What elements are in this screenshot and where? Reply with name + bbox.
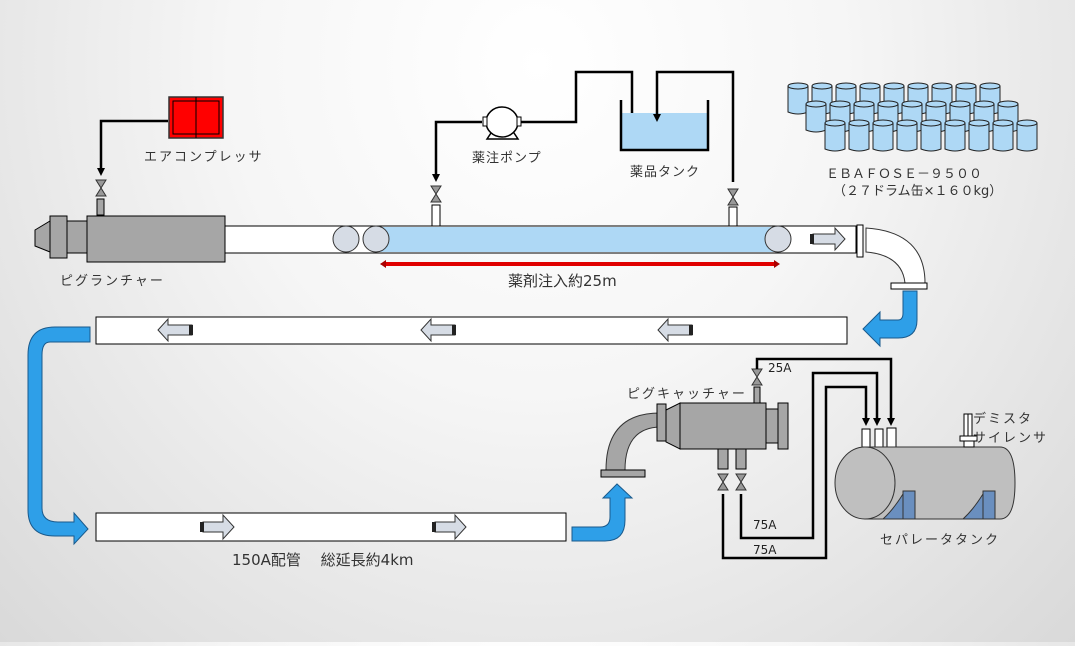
flow-arrow-right-2 bbox=[432, 513, 467, 541]
pump-suction-line bbox=[521, 70, 634, 124]
line-25a bbox=[755, 357, 895, 426]
drum bbox=[896, 119, 918, 152]
tank-return-line bbox=[653, 70, 735, 182]
drum bbox=[805, 100, 827, 133]
pig-launcher bbox=[34, 215, 226, 263]
injection-pump bbox=[482, 106, 522, 140]
drums-product-label: ＥＢＡＦＯＳＥ－９５００ bbox=[826, 167, 983, 182]
drum bbox=[944, 119, 966, 152]
flange bbox=[856, 224, 864, 258]
flow-arrow-right bbox=[810, 226, 846, 252]
drums-qty-label: （２７ドラム缶×１６０kg） bbox=[833, 184, 1003, 199]
flow-arrow-left-3 bbox=[657, 317, 693, 343]
air-line bbox=[97, 119, 168, 176]
line-75a-lower-label: 75A bbox=[753, 543, 777, 557]
drum bbox=[1016, 119, 1038, 152]
pump-discharge-line bbox=[432, 120, 482, 182]
pig-launcher-label: ピグランチャー bbox=[60, 274, 165, 289]
air-compressor bbox=[168, 96, 224, 139]
separator-tank bbox=[834, 427, 1016, 520]
pig-catcher-label: ピグキャッチャー bbox=[627, 387, 747, 402]
injection-span-label: 薬剤注入約25m bbox=[508, 272, 617, 290]
chemical-tank bbox=[619, 100, 710, 152]
line-75a-upper bbox=[739, 371, 881, 540]
injection-valve bbox=[430, 185, 442, 227]
injection-span-indicator bbox=[380, 260, 780, 268]
elbow-top-right bbox=[865, 227, 926, 284]
drum bbox=[787, 82, 809, 115]
drum bbox=[992, 119, 1014, 152]
air-compressor-label: エアコンプレッサ bbox=[144, 150, 264, 165]
pigs bbox=[332, 225, 792, 253]
return-pipe bbox=[95, 316, 848, 345]
flow-arrow-u-turn bbox=[27, 326, 91, 546]
drum bbox=[848, 119, 870, 152]
drum bbox=[824, 119, 846, 152]
drum bbox=[968, 119, 990, 152]
flow-arrow-turn-right bbox=[862, 290, 918, 348]
line-25a-label: 25A bbox=[768, 361, 792, 375]
drum bbox=[920, 119, 942, 152]
outbound-pipe bbox=[95, 512, 567, 542]
return-valve bbox=[727, 188, 739, 227]
line-75a-upper-label: 75A bbox=[753, 518, 777, 532]
injection-pump-label: 薬注ポンプ bbox=[472, 151, 542, 166]
elbow-flange bbox=[890, 282, 928, 290]
pig-catcher bbox=[600, 368, 789, 491]
chemical-slug bbox=[376, 227, 778, 252]
line-75a-lower bbox=[721, 385, 870, 560]
flow-arrow-right-1 bbox=[200, 513, 235, 541]
silencer-label: サイレンサ bbox=[973, 431, 1049, 446]
chemical-tank-label: 薬品タンク bbox=[630, 165, 701, 180]
air-valve bbox=[95, 179, 107, 216]
flow-arrow-left-1 bbox=[157, 317, 193, 343]
drum-stock bbox=[787, 82, 1038, 152]
flow-arrow-left-2 bbox=[420, 317, 456, 343]
flow-arrow-turn-up bbox=[571, 483, 634, 542]
drum bbox=[872, 119, 894, 152]
demister-silencer bbox=[959, 413, 978, 448]
separator-tank-label: セパレータタンク bbox=[880, 533, 1001, 548]
demister-label: デミスタ bbox=[973, 412, 1034, 427]
pipeline-label: 150A配管 総延長約4km bbox=[232, 551, 414, 569]
